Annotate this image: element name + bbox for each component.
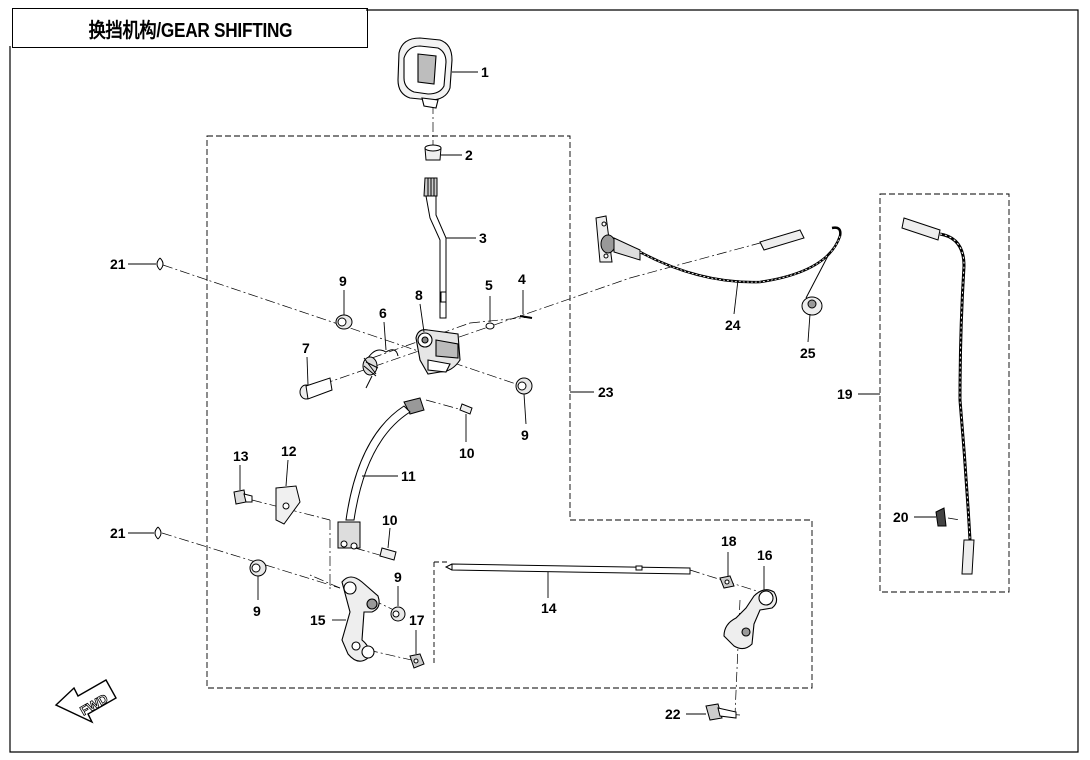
bushing-2	[424, 144, 442, 161]
pin-10-a	[459, 403, 473, 415]
arm-16	[723, 589, 778, 650]
fwd-arrow: FWD	[54, 679, 117, 724]
callout-13: 13	[233, 448, 249, 464]
bolt-22	[705, 703, 737, 721]
callout-22: 22	[665, 706, 681, 722]
bushing-9-c	[249, 559, 267, 577]
callout-9-b: 9	[521, 427, 529, 443]
title-box: 换挡机构/GEAR SHIFTING	[12, 8, 368, 48]
grommet-25	[801, 296, 823, 316]
callout-14: 14	[541, 600, 557, 616]
sensor-cable-19	[901, 217, 975, 575]
outer-border	[9, 9, 1079, 753]
callout-23: 23	[598, 384, 614, 400]
callout-19: 19	[837, 386, 853, 402]
callout-15: 15	[310, 612, 326, 628]
shift-rod-14	[444, 563, 691, 575]
callout-2: 2	[465, 147, 473, 163]
bushing-9-a	[335, 314, 353, 330]
group-outline-19	[879, 193, 1010, 593]
callout-12: 12	[281, 443, 297, 459]
spring-6	[362, 349, 399, 389]
callout-6: 6	[379, 305, 387, 321]
callout-1: 1	[481, 64, 489, 80]
callout-labels: 1 2 3 4 5 6 7 8 9 9 9 9 10 10 11 12 13 1…	[110, 64, 909, 722]
callout-4: 4	[518, 271, 526, 287]
callout-25: 25	[800, 345, 816, 361]
pin-4	[519, 315, 533, 319]
callout-7: 7	[302, 340, 310, 356]
callout-10-b: 10	[382, 512, 398, 528]
clip-20	[935, 507, 947, 527]
leader-lines	[128, 71, 936, 715]
clip-21-a	[156, 257, 164, 271]
callout-21-a: 21	[110, 256, 126, 272]
bracket-plate-12	[275, 485, 301, 525]
bushing-9-d	[390, 606, 406, 622]
clip-21-b	[154, 526, 162, 540]
callout-10-a: 10	[459, 445, 475, 461]
cable-24	[595, 215, 842, 299]
callout-17: 17	[409, 612, 425, 628]
callout-20: 20	[893, 509, 909, 525]
pivot-pin-7	[299, 377, 333, 400]
pin-10-b	[379, 547, 397, 561]
rod-bracket	[433, 561, 447, 666]
shift-arm-15	[341, 576, 380, 662]
nut-18	[719, 575, 735, 589]
washer-5	[485, 322, 495, 330]
callout-9-c: 9	[253, 603, 261, 619]
shift-knob	[397, 37, 453, 109]
callout-21-b: 21	[110, 525, 126, 541]
group-outline-23	[206, 135, 813, 689]
callout-24: 24	[725, 317, 741, 333]
callout-5: 5	[485, 277, 493, 293]
axis-lines	[161, 104, 961, 716]
callout-11: 11	[401, 468, 416, 484]
callout-16: 16	[757, 547, 773, 563]
callout-3: 3	[479, 230, 487, 246]
callout-8: 8	[415, 287, 423, 303]
callout-9-a: 9	[339, 273, 347, 289]
callout-18: 18	[721, 533, 737, 549]
nut-17	[409, 653, 425, 669]
bushing-9-b	[515, 377, 533, 395]
link-rod-11	[337, 397, 425, 550]
callout-9-d: 9	[394, 569, 402, 585]
bolt-13	[233, 489, 253, 505]
shift-lever	[423, 177, 447, 319]
diagram-title: 换挡机构/GEAR SHIFTING	[88, 19, 292, 42]
lever-bracket	[415, 329, 461, 375]
